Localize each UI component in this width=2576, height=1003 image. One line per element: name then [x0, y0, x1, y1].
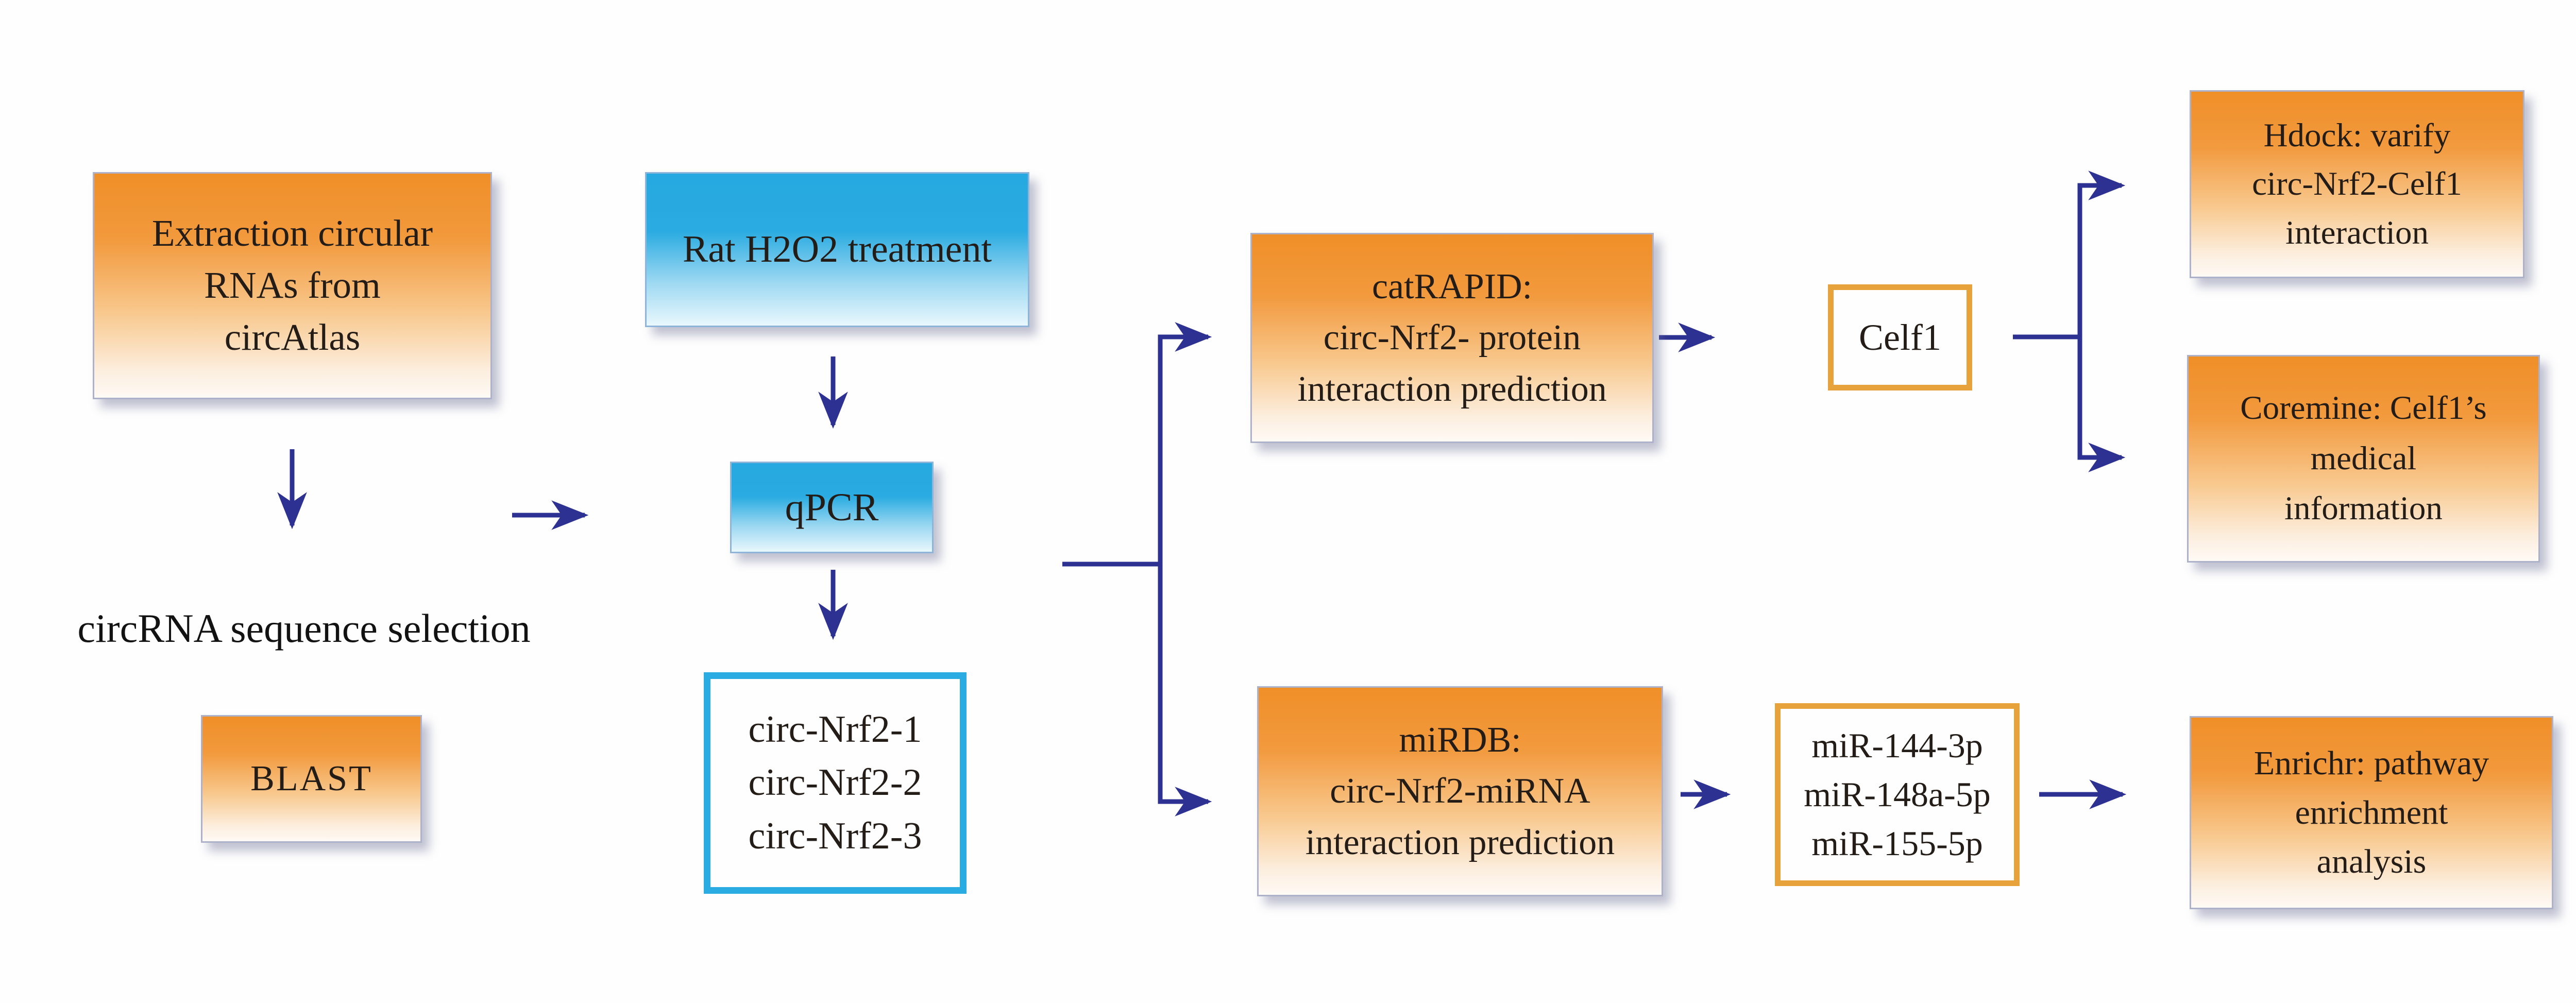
node-celf1: Celf1 — [1828, 284, 1972, 390]
node-text-line: circ-Nrf2- protein — [1323, 318, 1581, 358]
node-rat-h2o2-treatment: Rat H2O2 treatment — [645, 172, 1029, 327]
node-catrapid-prediction: catRAPID: circ-Nrf2- protein interaction… — [1250, 233, 1654, 443]
node-enrichr-analysis: Enrichr: pathway enrichment analysis — [2190, 716, 2553, 909]
node-text-line: catRAPID: — [1371, 266, 1533, 307]
node-text-line: Rat H2O2 treatment — [682, 228, 992, 270]
node-text-line: Hdock: varify — [2263, 117, 2451, 155]
node-text-line: Extraction circular — [151, 212, 433, 254]
node-text-line: circAtlas — [224, 316, 361, 358]
branch-arrow-to-catrapid — [1158, 322, 1212, 564]
node-text-line: circ-Nrf2-Celf1 — [2252, 165, 2462, 203]
node-coremine-info: Coremine: Celf1’s medical information — [2187, 355, 2540, 563]
node-extraction-circatlas: Extraction circular RNAs from circAtlas — [93, 172, 492, 399]
node-text-line: miR-155-5p — [1811, 824, 1983, 863]
node-text-line: enrichment — [2295, 793, 2448, 831]
node-text-line: miR-148a-5p — [1804, 774, 1991, 814]
node-mirdb-prediction: miRDB: circ-Nrf2-miRNA interaction predi… — [1257, 686, 1663, 896]
node-text-line: BLAST — [250, 759, 372, 798]
node-text-line: RNAs from — [204, 264, 381, 307]
label-circrna-sequence-selection: circRNA sequence selection — [41, 600, 567, 657]
node-mir-list: miR-144-3p miR-148a-5p miR-155-5p — [1775, 703, 2020, 886]
branch-arrow-to-hdock — [2077, 171, 2126, 337]
node-text-line: miRDB: — [1399, 720, 1521, 760]
node-text-line: information — [2284, 490, 2443, 528]
branch-arrow-to-mirdb — [1158, 564, 1212, 817]
node-text-line: circ-Nrf2-2 — [748, 761, 922, 804]
node-text-line: analysis — [2316, 843, 2427, 881]
node-qpcr: qPCR — [730, 462, 934, 553]
node-text-line: circ-Nrf2-miRNA — [1330, 771, 1590, 811]
node-text-line: Enrichr: pathway — [2253, 744, 2489, 782]
node-text-line: qPCR — [785, 485, 879, 529]
node-text-line: Coremine: Celf1’s — [2240, 389, 2487, 427]
node-text-line: circRNA sequence selection — [77, 606, 531, 651]
node-hdock-verify: Hdock: varify circ-Nrf2-Celf1 interactio… — [2190, 90, 2524, 278]
node-circ-nrf2-list: circ-Nrf2-1 circ-Nrf2-2 circ-Nrf2-3 — [704, 672, 967, 894]
node-text-line: circ-Nrf2-3 — [748, 814, 922, 857]
node-text-line: miR-144-3p — [1811, 725, 1983, 765]
node-text-line: circ-Nrf2-1 — [748, 708, 922, 751]
node-text-line: medical — [2310, 439, 2417, 477]
node-text-line: Celf1 — [1859, 316, 1941, 358]
node-blast: BLAST — [201, 715, 422, 843]
node-text-line: interaction prediction — [1297, 369, 1607, 409]
node-text-line: interaction — [2285, 214, 2429, 251]
node-text-line: interaction prediction — [1305, 822, 1615, 862]
branch-arrow-to-coremine — [2077, 337, 2126, 472]
